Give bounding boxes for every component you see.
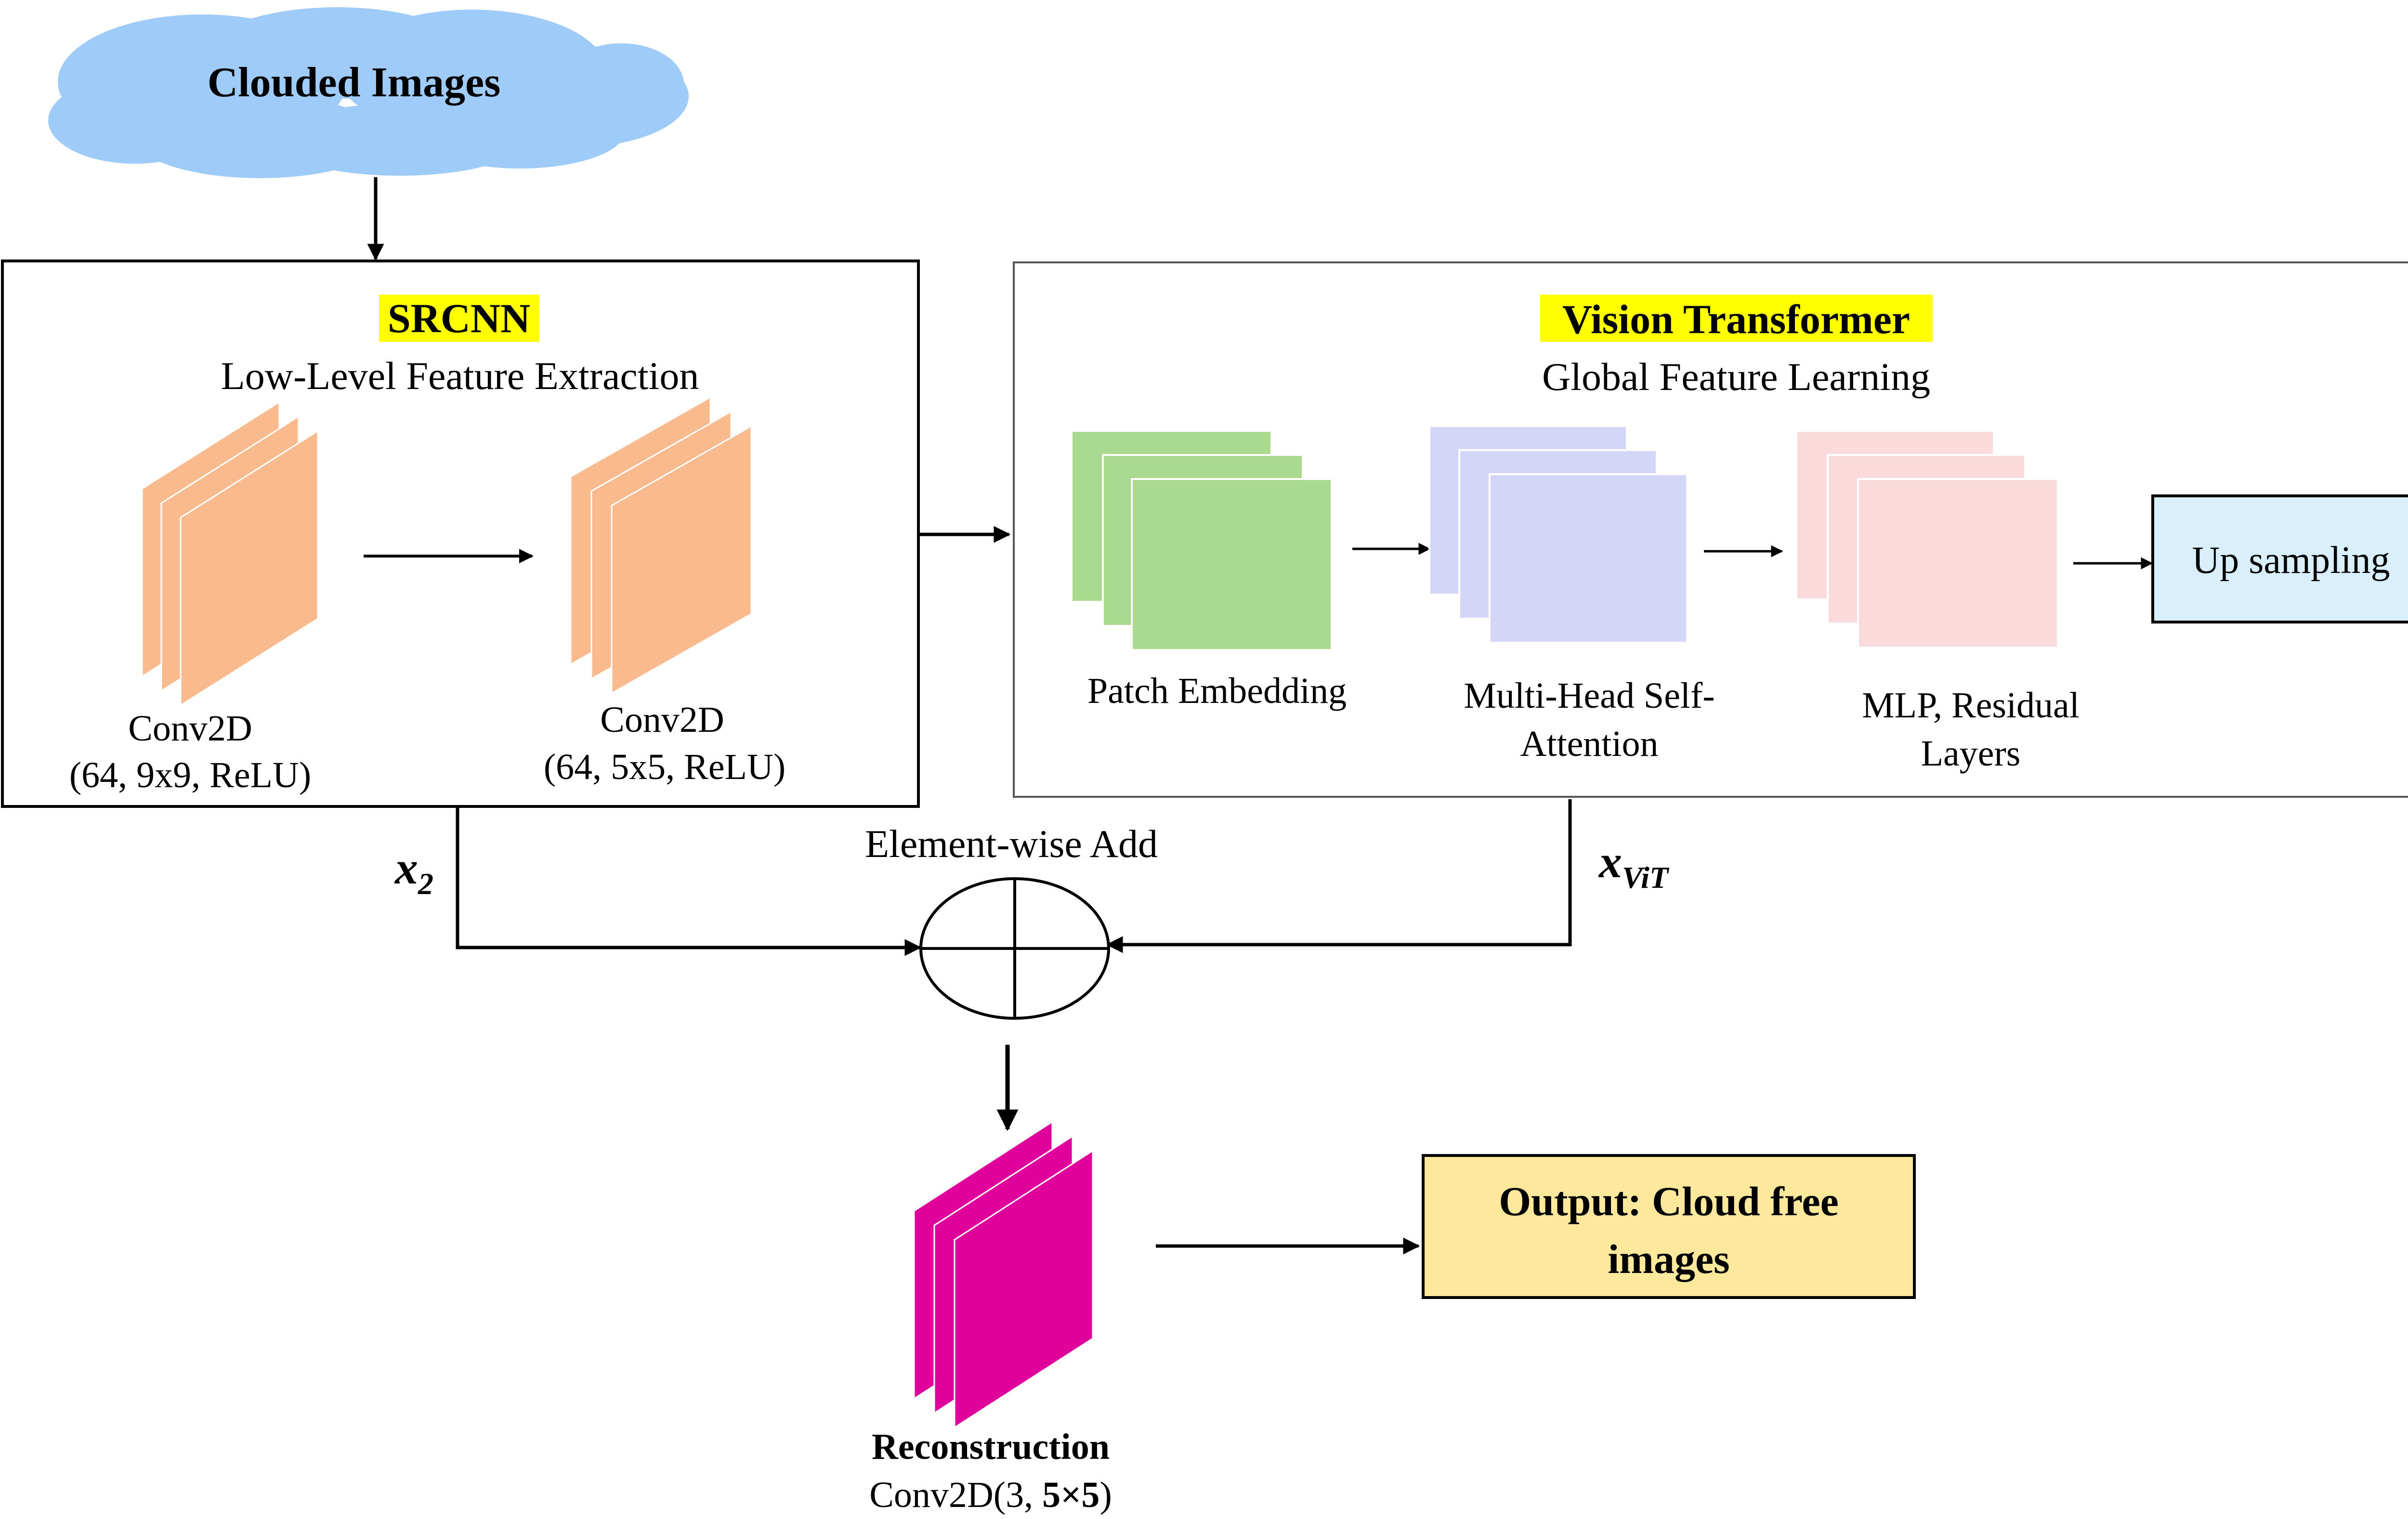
patch-embedding-stack [1071,430,1333,651]
reconstruction-title: Reconstruction [872,1427,1110,1467]
srcnn-block: SRCNN Low-Level Feature Extraction Conv2… [1,260,920,808]
srcnn-subtitle: Low-Level Feature Extraction [221,354,699,398]
upsampling-box [2151,494,2408,623]
mlp-stack [1795,430,2059,649]
srcnn-title: SRCNN [388,295,530,341]
clouded-images-label: Clouded Images [208,59,501,106]
element-wise-add-label: Element-wise Add [865,822,1158,866]
reconstruction-layer-stack [913,1120,1094,1429]
output-box [1422,1154,1916,1299]
clouded-images-cloud: Clouded Images [48,7,689,178]
patch-embedding-label: Patch Embedding [1087,671,1347,711]
attention-label-line1: Multi-Head Self- [1464,675,1714,716]
x2-label-sub: 2 [418,867,433,901]
output-label-line2: images [1608,1236,1729,1282]
reconstruction-subtitle-prefix: Conv2D(3, [869,1475,1042,1515]
x2-label-base: x [394,842,418,894]
xvit-label-base: x [1598,836,1622,887]
element-wise-add-symbol [919,877,1110,1020]
xvit-label: xViT [1598,836,1670,895]
conv1-layer-stack [141,401,319,707]
attention-stack [1428,425,1688,644]
output-label-line1: Output: Cloud free [1499,1178,1839,1224]
mlp-label-line1: MLP, Residual [1862,685,2080,726]
conv2-layer-stack [570,396,752,695]
reconstruction-subtitle-suffix: ) [1099,1475,1112,1515]
conv2-label-line2: (64, 5x5, ReLU) [544,747,785,787]
srcnn-title-highlight [379,295,539,342]
merge-section: x2 xViT Element-wise Add [394,799,1670,1131]
reconstruction-kernel: 5×5 [1042,1475,1099,1515]
vit-title-highlight [1540,295,1933,342]
x2-label: x2 [394,842,433,901]
output-block: Output: Cloud free images [1422,1154,1916,1299]
xvit-label-sub: ViT [1622,860,1670,895]
cloud-shape [48,7,689,178]
arrow-xvit-to-add [1106,799,1572,953]
attention-label-line2: Attention [1520,724,1658,764]
reconstruction-block: Reconstruction Conv2D(3, 5×5) [869,1120,1112,1515]
mlp-label-line2: Layers [1921,733,2021,774]
arrow-x2-to-add [456,806,922,956]
conv1-label-line1: Conv2D [128,708,252,749]
conv2-label-line1: Conv2D [600,700,724,740]
vit-title: Vision Transformer [1562,296,1910,342]
upsampling-label: Up sampling [2192,539,2390,582]
reconstruction-subtitle: Conv2D(3, 5×5) [869,1475,1112,1515]
vit-subtitle: Global Feature Learning [1542,355,1930,399]
vit-block: Vision Transformer Global Feature Learni… [1013,261,2408,798]
conv1-label-line2: (64, 9x9, ReLU) [69,755,311,795]
